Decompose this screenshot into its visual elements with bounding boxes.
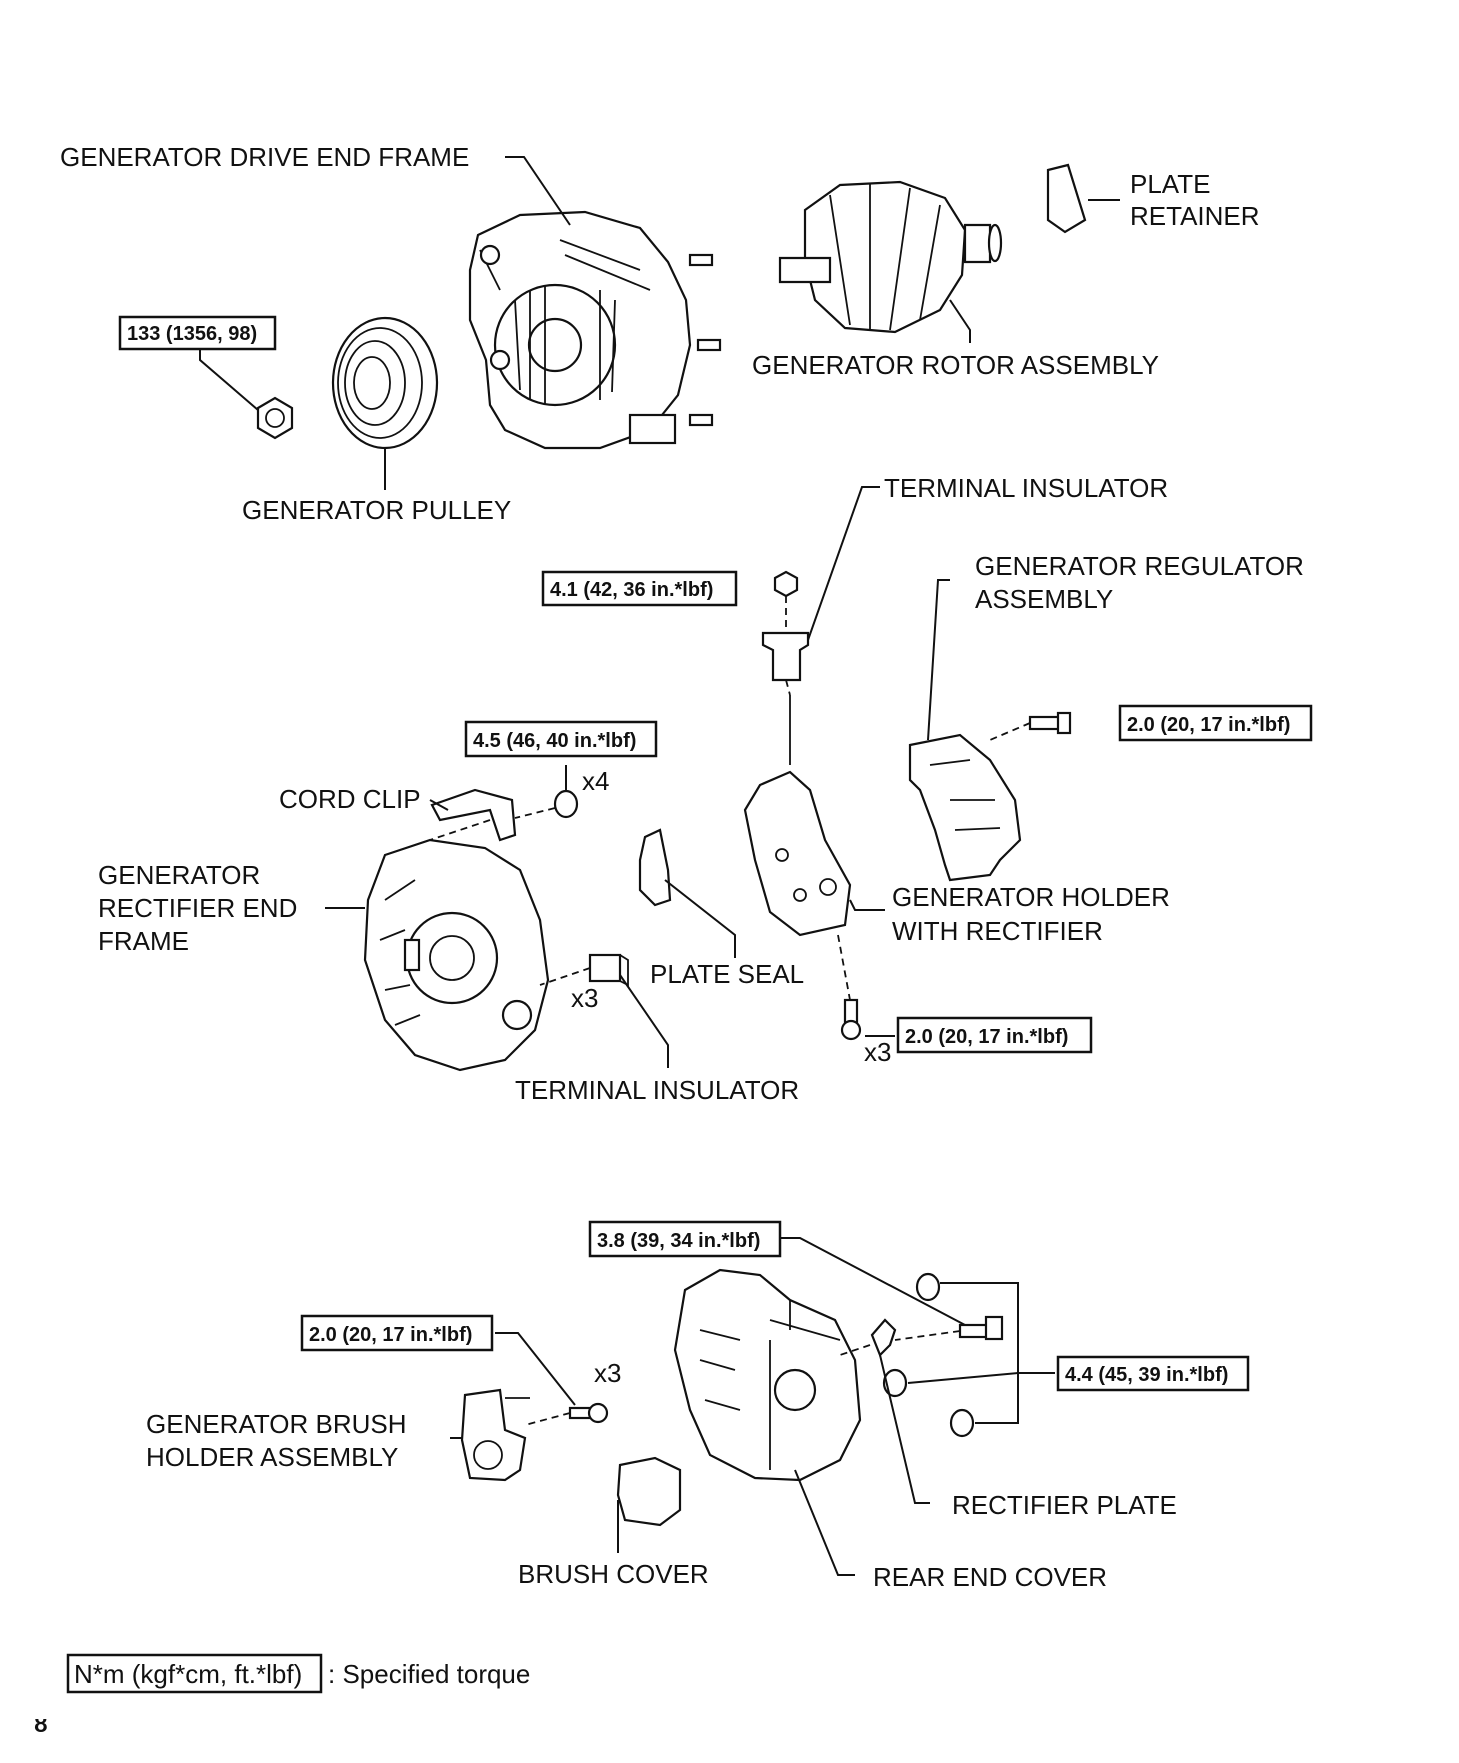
torque-callouts: 133 (1356, 98) 4.1 (42, 36 in.*lbf) 2.0 … [118, 315, 1313, 1392]
torque-brush-screw: 2.0 (20, 17 in.*lbf) [309, 1324, 472, 1346]
rear-end-cover-drawing [673, 1268, 862, 1482]
label-drive-end-frame: GENERATOR DRIVE END FRAME [60, 142, 469, 172]
torque-rear-cover-bolt: 3.8 (39, 34 in.*lbf) [597, 1230, 760, 1252]
quantity-markers: x4 x3 x3 x3 [571, 766, 891, 1388]
label-rear-end-cover: REAR END COVER [873, 1562, 1107, 1592]
regulator-screw-drawing [1028, 711, 1072, 735]
label-pulley: GENERATOR PULLEY [242, 495, 511, 525]
torque-regulator-screw: 2.0 (20, 17 in.*lbf) [1127, 714, 1290, 736]
label-rectifier-end-frame-line2: RECTIFIER END [98, 893, 297, 923]
qty-brush-screw: x3 [594, 1358, 621, 1388]
label-cord-clip: CORD CLIP [279, 784, 421, 814]
part-labels: GENERATOR DRIVE END FRAME PLATE RETAINER… [60, 142, 1304, 1592]
label-holder-rectifier-line1: GENERATOR HOLDER [892, 882, 1170, 912]
label-regulator-line1: GENERATOR REGULATOR [975, 551, 1304, 581]
qty-terminal-insulator: x3 [571, 983, 598, 1013]
terminal-insulator-bottom-drawing [588, 953, 629, 987]
leader-lines [199, 156, 1120, 1576]
qty-frame-nut: x4 [582, 766, 609, 796]
label-rotor-assembly: GENERATOR ROTOR ASSEMBLY [752, 350, 1159, 380]
torque-rear-cover-nut: 4.4 (45, 39 in.*lbf) [1065, 1364, 1228, 1386]
regulator-assembly-drawing [908, 733, 1022, 882]
label-brush-holder-line1: GENERATOR BRUSH [146, 1409, 407, 1439]
plate-seal-drawing [638, 828, 672, 907]
cord-clip-drawing [430, 788, 517, 842]
pulley-drawing [331, 316, 439, 450]
torque-frame-nut: 4.5 (46, 40 in.*lbf) [473, 730, 636, 752]
brush-cover-drawing [616, 1456, 682, 1527]
qty-holder-screw: x3 [864, 1037, 891, 1067]
torque-terminal-nut: 4.1 (42, 36 in.*lbf) [550, 579, 713, 601]
brush-screw-drawing [568, 1402, 609, 1424]
terminal-insulator-top-drawing [761, 631, 810, 682]
frame-nut-drawing [553, 789, 579, 819]
rectifier-plate-drawing [870, 1318, 897, 1357]
rotor-assembly-drawing [778, 180, 1003, 334]
label-rectifier-plate: RECTIFIER PLATE [952, 1490, 1177, 1520]
holder-with-rectifier-drawing [743, 695, 852, 937]
label-terminal-insulator-top: TERMINAL INSULATOR [884, 473, 1168, 503]
label-plate-retainer-line1: PLATE [1130, 169, 1210, 199]
drive-end-frame-drawing [468, 210, 722, 450]
label-holder-rectifier-line2: WITH RECTIFIER [892, 916, 1103, 946]
label-terminal-insulator-bottom: TERMINAL INSULATOR [515, 1075, 799, 1105]
legend-text: : Specified torque [328, 1659, 530, 1689]
pulley-nut-drawing [256, 396, 294, 440]
holder-screw-drawing [840, 998, 862, 1041]
label-plate-seal: PLATE SEAL [650, 959, 804, 989]
corner-mark-icon: ᴕ [34, 1710, 48, 1738]
terminal-nut-drawing [773, 570, 799, 598]
rear-cover-nuts-drawing [882, 1272, 975, 1438]
label-brush-holder-line2: HOLDER ASSEMBLY [146, 1442, 398, 1472]
rear-cover-bolt-drawing [958, 1315, 1004, 1341]
label-rectifier-end-frame-line1: GENERATOR [98, 860, 260, 890]
label-regulator-line2: ASSEMBLY [975, 584, 1113, 614]
plate-retainer-drawing [1046, 163, 1087, 234]
torque-pulley-nut: 133 (1356, 98) [127, 323, 257, 345]
brush-holder-drawing [460, 1388, 530, 1482]
legend-unit-box: N*m (kgf*cm, ft.*lbf) [74, 1659, 302, 1689]
label-rectifier-end-frame-line3: FRAME [98, 926, 189, 956]
assembly-dash-lines [429, 596, 1031, 1426]
rectifier-end-frame-drawing [363, 838, 550, 1072]
torque-holder-screw: 2.0 (20, 17 in.*lbf) [905, 1026, 1068, 1048]
label-plate-retainer-line2: RETAINER [1130, 201, 1260, 231]
torque-legend: N*m (kgf*cm, ft.*lbf) : Specified torque [66, 1653, 530, 1694]
label-brush-cover: BRUSH COVER [518, 1559, 709, 1589]
